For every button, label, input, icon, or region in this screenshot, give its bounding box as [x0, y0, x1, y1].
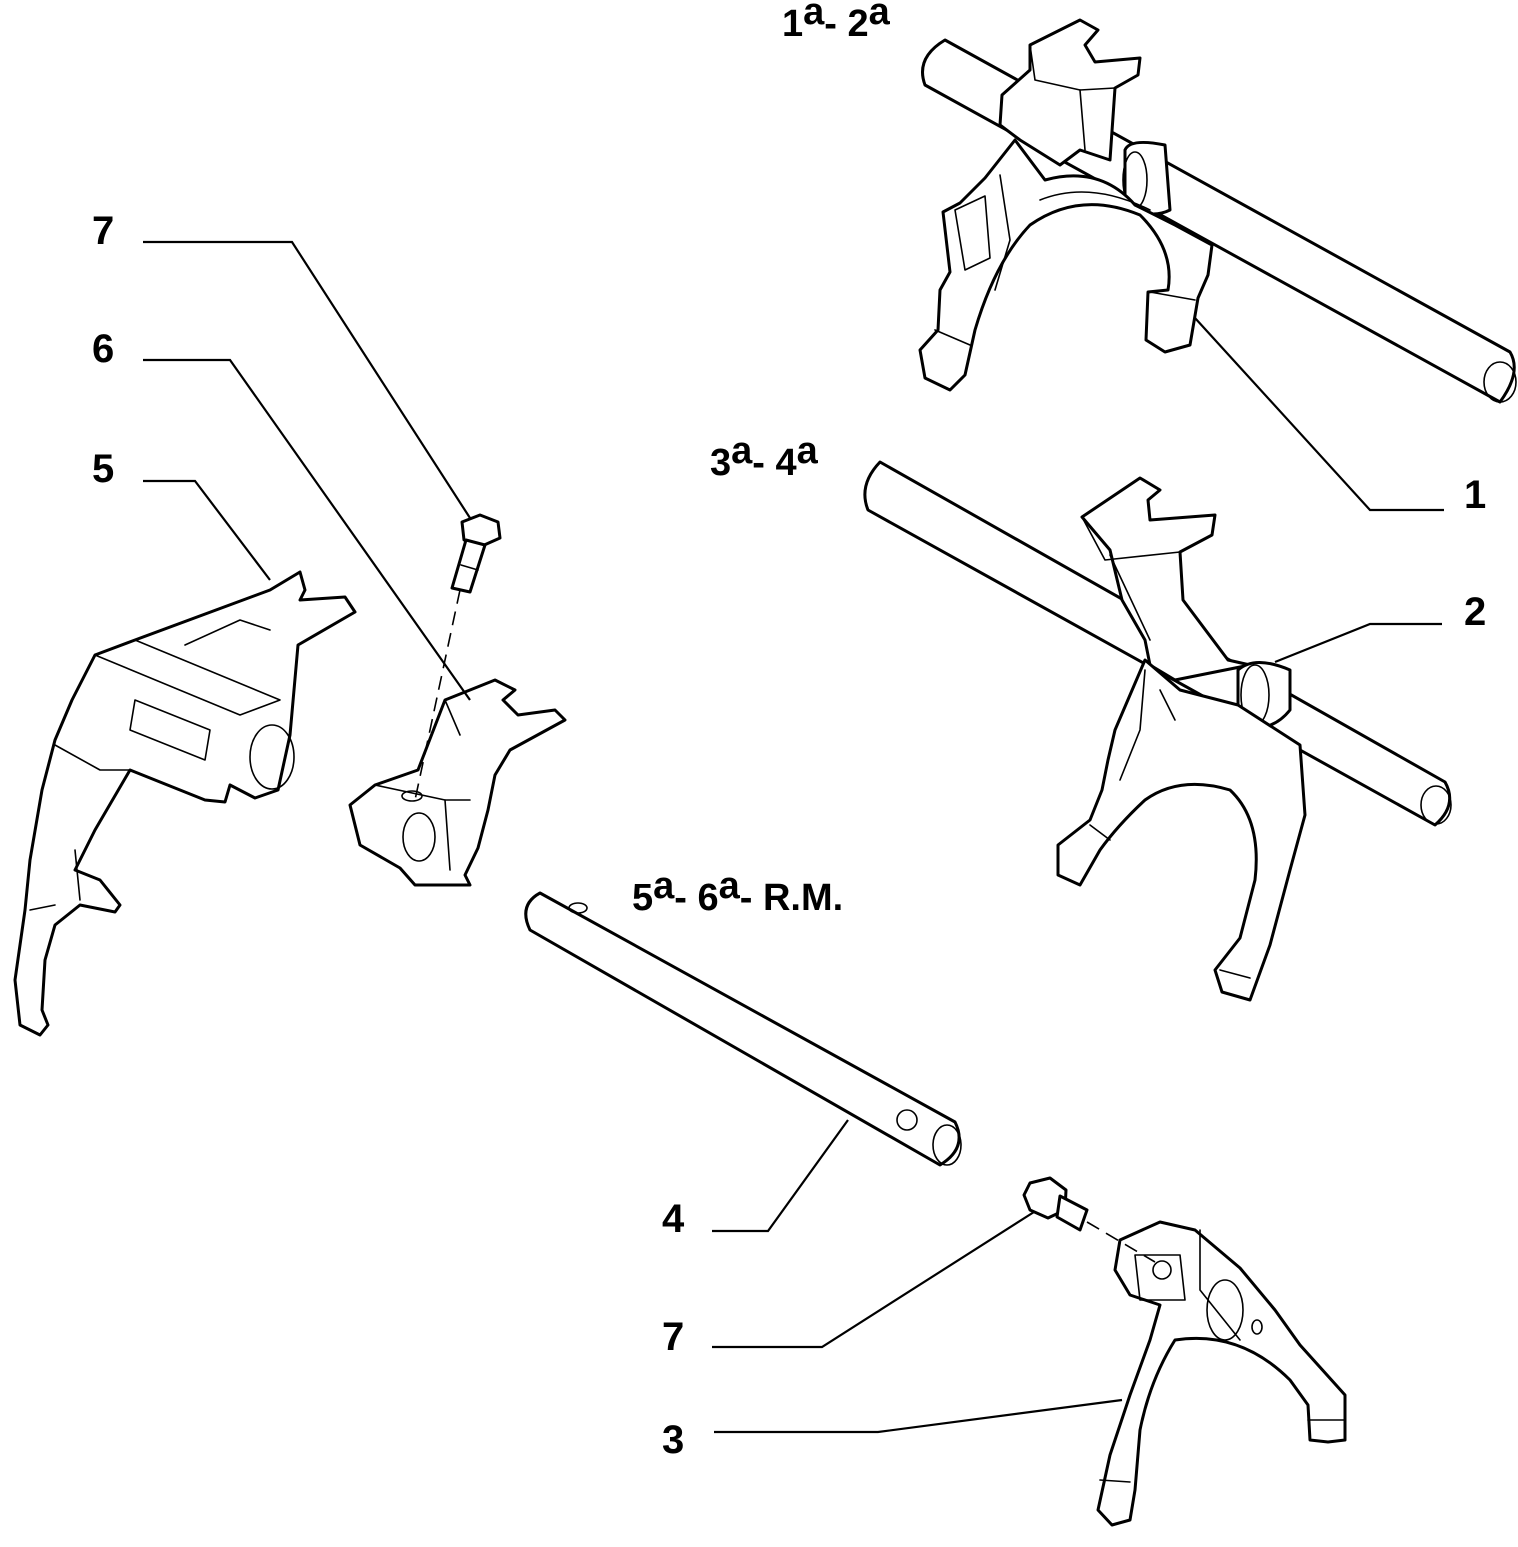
callout-2: 2 — [1464, 590, 1486, 634]
callout-7-lower: 7 — [662, 1315, 684, 1359]
callout-1: 1 — [1464, 473, 1486, 517]
leader-1 — [1194, 317, 1444, 512]
shift-fork-1st-2nd-assembly — [918, 18, 1517, 404]
leader-7-lower — [712, 1211, 1035, 1349]
shift-rod-4 — [524, 891, 962, 1167]
leader-5 — [143, 479, 271, 581]
callout-3: 3 — [662, 1418, 684, 1462]
gear-label-3rd-4th: 3a- 4a — [710, 430, 819, 484]
gear-label-1st-2nd: 1a- 2a — [782, 0, 891, 45]
leader-4 — [712, 1119, 849, 1233]
callout-7-upper: 7 — [92, 209, 114, 253]
callout-6: 6 — [92, 327, 114, 371]
leader-3 — [714, 1398, 1123, 1434]
leader-6 — [143, 358, 471, 701]
shift-fork-5 — [13, 570, 357, 1037]
callout-5: 5 — [92, 447, 114, 491]
shift-fork-3rd-4th-assembly — [863, 460, 1452, 1002]
callout-4: 4 — [662, 1197, 685, 1241]
shift-fork-3 — [1096, 1220, 1347, 1527]
bolt-7-lower — [1022, 1176, 1156, 1263]
leader-2 — [1274, 622, 1442, 664]
leader-7-upper — [143, 240, 471, 519]
gear-label-5th-6th-reverse: 5a- 6a- R.M. — [632, 865, 843, 919]
selector-6 — [348, 678, 567, 887]
bolt-7-upper — [414, 513, 502, 801]
